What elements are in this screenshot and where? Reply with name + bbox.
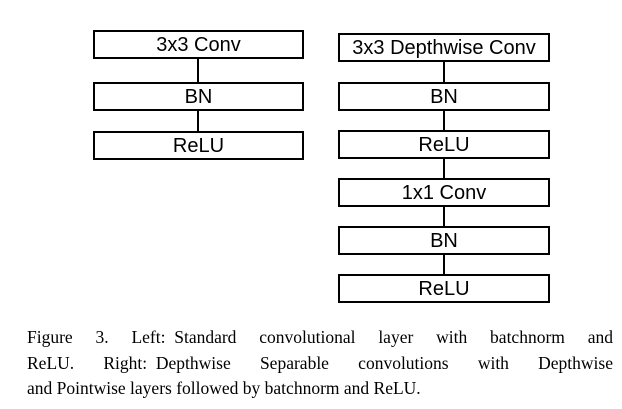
node-3x3-depthwise-conv: 3x3 Depthwise Conv xyxy=(338,33,550,62)
node-bn-right-2: BN xyxy=(338,226,550,255)
node-1x1-conv: 1x1 Conv xyxy=(338,178,550,207)
node-bn-left: BN xyxy=(93,82,304,111)
figure-caption: Figure 3. Left: Standard convolutional l… xyxy=(27,325,613,402)
connector-line xyxy=(197,110,199,132)
connector-line xyxy=(443,61,445,83)
node-relu-right-2: ReLU xyxy=(338,274,550,303)
connector-line xyxy=(443,254,445,275)
caption-line: Figure 3. Left: Standard convolutional l… xyxy=(27,327,613,347)
node-bn-right-1: BN xyxy=(338,82,550,111)
connector-line xyxy=(443,158,445,179)
caption-line: and Pointwise layers followed by batchno… xyxy=(27,378,421,399)
caption-line: ReLU. Right: Depthwise Separable convolu… xyxy=(27,352,613,373)
node-relu-left: ReLU xyxy=(93,131,304,160)
node-relu-right-1: ReLU xyxy=(338,130,550,159)
connector-line xyxy=(197,58,199,83)
connector-line xyxy=(443,110,445,131)
node-3x3-conv: 3x3 Conv xyxy=(93,30,304,59)
connector-line xyxy=(443,206,445,227)
